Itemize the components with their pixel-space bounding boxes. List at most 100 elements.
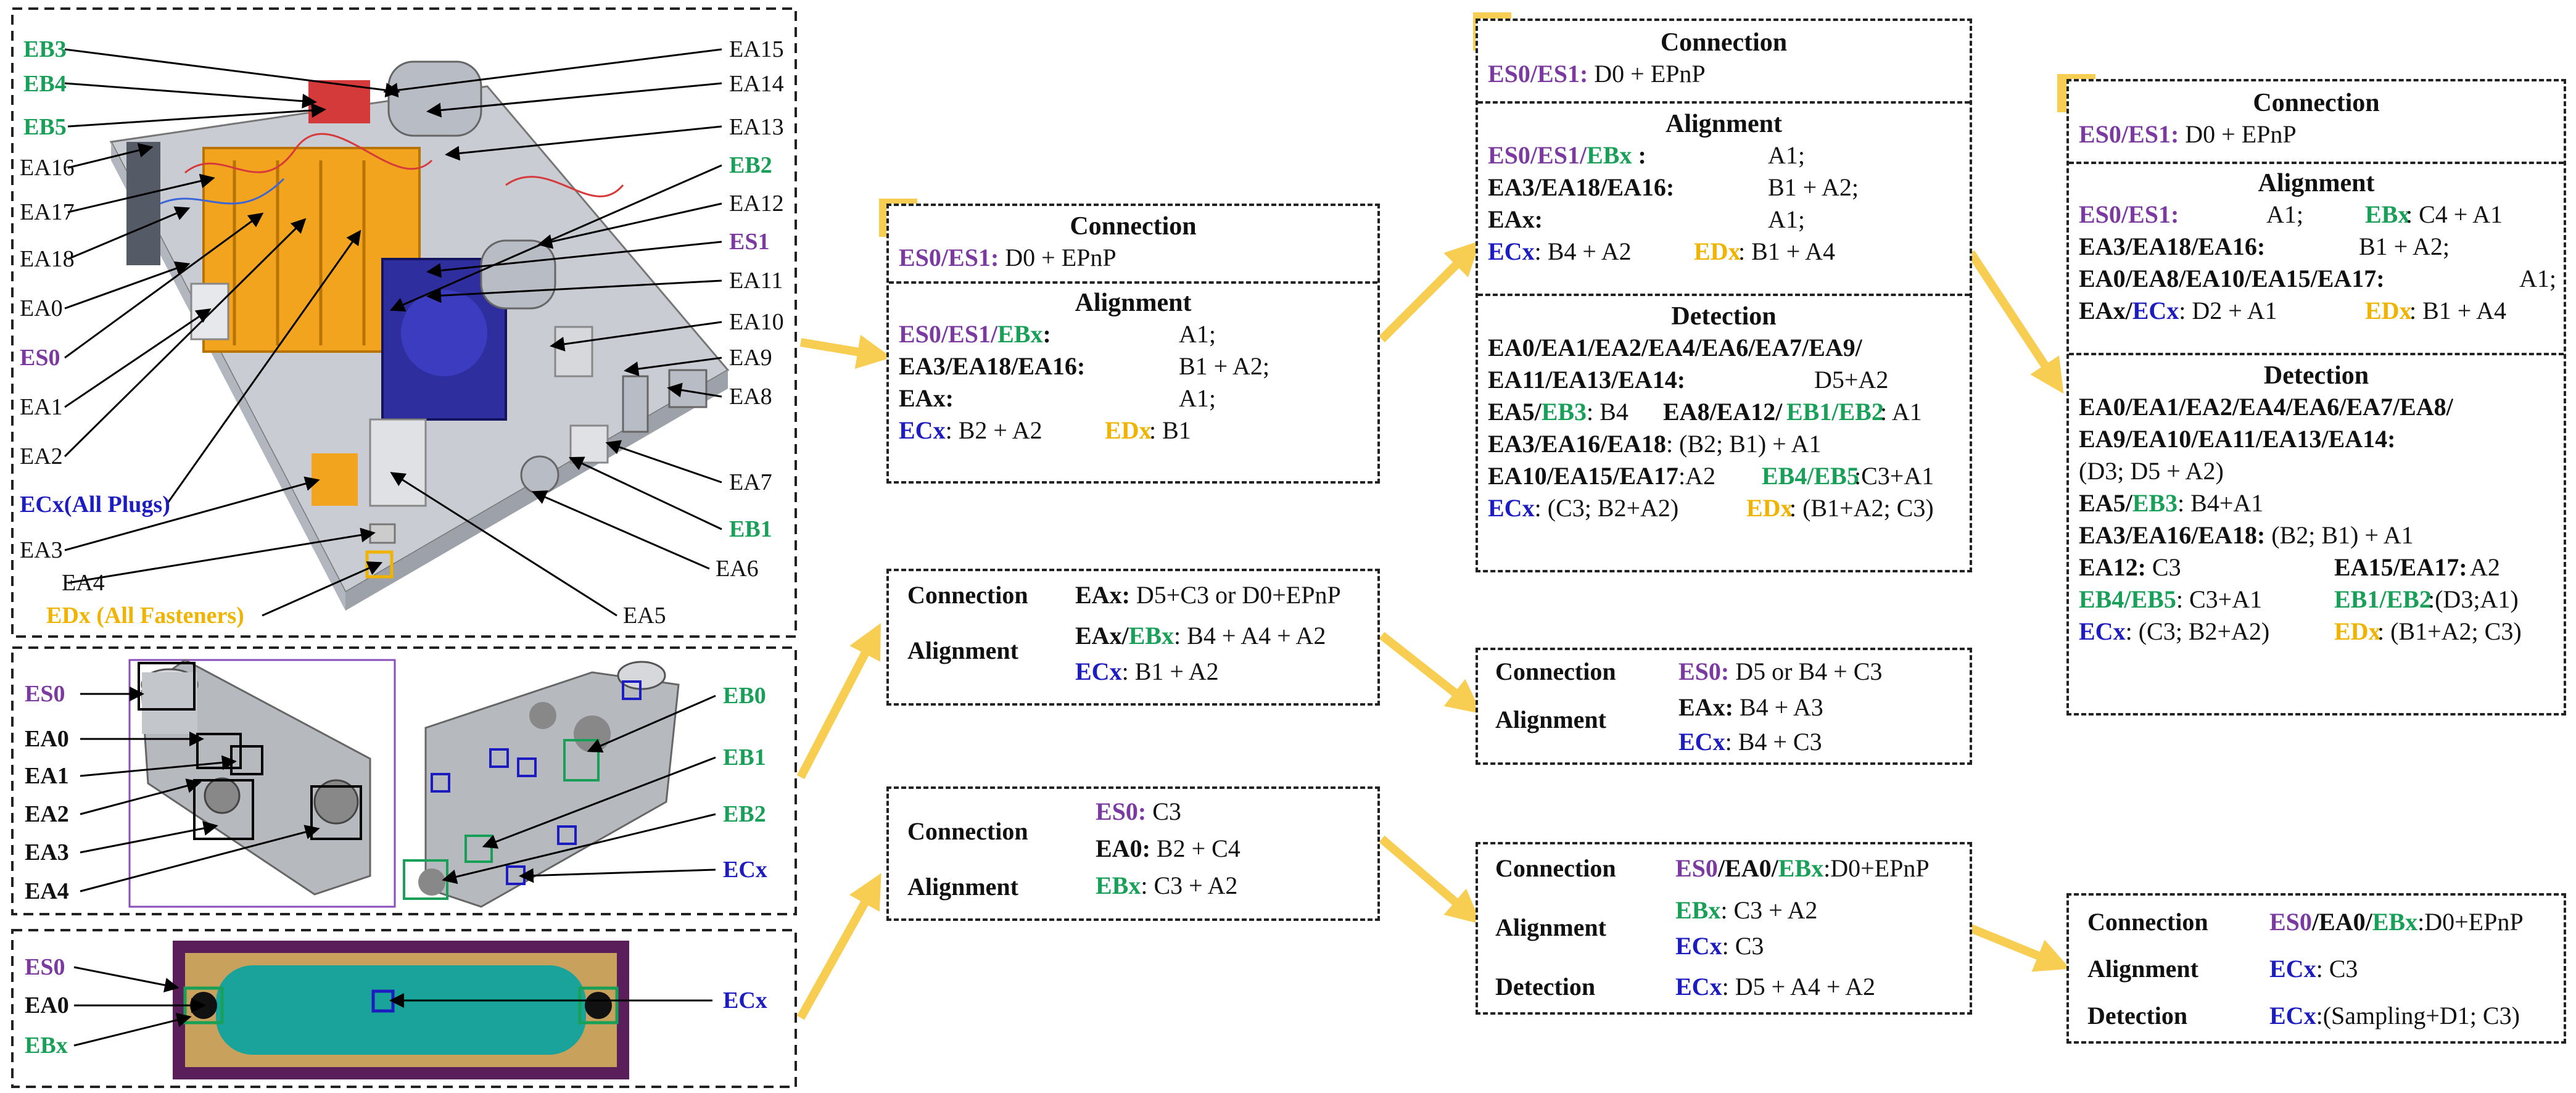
box-c-al1-value: A1; [2266, 200, 2303, 228]
box-b-det3-b4: : B4 [1587, 398, 1629, 426]
box-a: Connection ES0/ES1: D0 + EPnP Alignment … [886, 204, 1380, 484]
box-c-det2: EA9/EA10/EA11/EA13/EA14: [2079, 425, 2396, 453]
box-b-conn-entity: ES0/ES1: [1488, 60, 1588, 88]
bot-b-conn-ebx: EBx [1778, 854, 1824, 882]
box-c-al4-ecx: ECx [2132, 297, 2179, 324]
label-bot-ecx: ECx [723, 988, 767, 1013]
box-a-al1-ebx: EBx [997, 320, 1043, 348]
box-c-connection-title: Connection [2253, 89, 2380, 117]
leader-lines-top [64, 48, 722, 617]
box-c: Connection ES0/ES1: D0 + EPnP Alignment … [2066, 79, 2566, 716]
bot-c-det-value: :(Sampling+D1; C3) [2316, 1002, 2520, 1029]
test-bench-illustration [109, 60, 730, 611]
bot-a-conn-entity: ES0: [1096, 798, 1147, 825]
label-ea4: EA4 [62, 570, 105, 596]
connector-illustration [173, 941, 629, 1079]
label-ea11: EA11 [729, 268, 783, 294]
box-c-al1-entity: ES0/ES1: [2079, 200, 2179, 228]
bot-b-al2-ecx: ECx [1675, 932, 1722, 960]
box-b-connection: Connection ES0/ES1: D0 + EPnP [1478, 21, 1970, 104]
box-c-det6-ea12: EA12: [2079, 553, 2146, 581]
box-c-det4-value: : B4+A1 [2178, 489, 2264, 517]
label-ea2: EA2 [20, 443, 63, 469]
label-mid-ea2: EA2 [25, 801, 69, 827]
mid-b-al1-eax: EAx: [1678, 693, 1733, 721]
bot-a-alignment-label: Alignment [907, 873, 1018, 901]
label-mid-ea1: EA1 [25, 763, 69, 789]
box-b-al4-ecx: ECx [1488, 237, 1535, 265]
label-eb4: EB4 [23, 71, 67, 97]
box-c-det4-eb3: EB3 [2132, 489, 2178, 517]
mid-b-al2-value: : B4 + C3 [1725, 728, 1822, 756]
label-ecx-all-plugs: ECx(All Plugs) [20, 492, 170, 518]
box-b-det3-ea5: EA5/ [1488, 398, 1542, 426]
box-c-det7-value: : C3+A1 [2176, 585, 2263, 613]
box-b-det6-edx: EDx [1746, 494, 1793, 522]
bot-a-al1-ea0: EA0: [1096, 835, 1150, 862]
mid-b-conn-entity: ES0: [1678, 658, 1730, 685]
box-c-det6-c3: C3 [2145, 553, 2181, 581]
box-b-det6-ecx-value: : (C3; B2+A2) [1534, 494, 1679, 522]
housing-highlight-boxes [138, 662, 642, 900]
bot-a-connection-label: Connection [907, 817, 1028, 845]
housing-left-illustration [141, 659, 371, 896]
box-c-det8-ecx: ECx [2079, 617, 2126, 645]
bot-b-alignment-label: Alignment [1495, 914, 1606, 941]
box-b-det3-eb3: EB3 [1541, 398, 1587, 426]
label-bot-ebx: EBx [25, 1033, 68, 1058]
box-b-det5-a2: :A2 [1678, 462, 1715, 490]
bot-b-al1-ebx: EBx [1675, 896, 1721, 924]
box-a-al3-value: A1; [1179, 384, 1216, 412]
box-b-connection-title: Connection [1660, 28, 1788, 57]
box-c-connection: Connection ES0/ES1: D0 + EPnP [2069, 81, 2564, 164]
label-mid-es0: ES0 [25, 681, 65, 707]
bot-b-conn-es0: ES0 [1675, 854, 1718, 882]
box-a-al4-edx: EDx [1105, 416, 1152, 444]
box-c-det5-entity: EA3/EA16/EA18: [2079, 521, 2266, 549]
bot-b-conn-value: :D0+EPnP [1823, 854, 1930, 882]
box-c-det3: (D3; D5 + A2) [2079, 457, 2224, 485]
box-c-al3-value: A1; [2519, 265, 2556, 292]
box-b-det2-entity: EA11/EA13/EA14: [1488, 366, 1686, 394]
box-c-al3-entity: EA0/EA8/EA10/EA15/EA17: [2079, 265, 2385, 292]
label-edx-all-fasteners: EDx (All Fasteners) [46, 603, 244, 629]
bot-a-conn-value: C3 [1146, 798, 1181, 825]
bot-c-detection-label: Detection [2087, 1002, 2188, 1029]
leader-lines-bot [73, 966, 712, 1047]
box-b: Connection ES0/ES1: D0 + EPnP Alignment … [1476, 19, 1972, 572]
label-eb3: EB3 [23, 36, 67, 62]
box-b-detection: Detection EA0/EA1/EA2/EA4/EA6/EA7/EA9/ E… [1478, 296, 1970, 524]
label-mid-ea4: EA4 [25, 878, 69, 904]
box-a-al1-colon: : [1042, 320, 1051, 348]
label-ea15: EA15 [729, 36, 784, 62]
label-ea0: EA0 [20, 295, 63, 321]
box-a-connection-title: Connection [1070, 212, 1197, 241]
mid-a-alignment-label: Alignment [907, 637, 1018, 664]
bot-a-al2-ebx: EBx [1096, 872, 1141, 899]
label-ea18: EA18 [20, 246, 75, 272]
box-a-alignment: Alignment ES0/ES1/EBx:A1; EA3/EA18/EA16:… [889, 284, 1377, 447]
box-b-det5-eb4eb5: EB4/EB5 [1762, 462, 1859, 490]
label-ea3: EA3 [20, 537, 63, 563]
mid-a-al1-value: : B4 + A4 + A2 [1174, 622, 1326, 650]
box-a-al4-edx-value: : B1 [1149, 416, 1191, 444]
box-b-alignment: Alignment ES0/ES1/EBx :A1; EA3/EA18/EA16… [1478, 104, 1970, 296]
box-a-al2-value: B1 + A2; [1179, 352, 1270, 380]
label-ea9: EA9 [729, 345, 772, 371]
box-a-connection: Connection ES0/ES1: D0 + EPnP [889, 206, 1377, 284]
box-bot-a: Connection Alignment ES0: C3 EA0: B2 + C… [886, 786, 1380, 921]
box-a-al1-entity: ES0/ES1/ [899, 320, 998, 348]
box-c-det6-ea15ea17: EA15/EA17: [2334, 553, 2467, 581]
box-c-conn-entity: ES0/ES1: [2079, 120, 2179, 148]
box-a-al3-entity: EAx: [899, 384, 954, 412]
left-mid-frame [11, 646, 797, 915]
box-b-al4-ecx-value: : B4 + A2 [1534, 237, 1632, 265]
box-c-detection-title: Detection [2263, 361, 2369, 390]
box-bot-c: Connection ES0/EA0/EBx:D0+EPnP Alignment… [2066, 893, 2566, 1044]
box-b-al4-edx: EDx [1694, 237, 1741, 265]
box-c-det8-ecx-value: : (C3; B2+A2) [2125, 617, 2270, 645]
label-bot-ea0: EA0 [25, 992, 69, 1018]
box-b-det1: EA0/EA1/EA2/EA4/EA6/EA7/EA9/ [1488, 334, 1862, 361]
box-c-det7-eb-value: :(D3;A1) [2428, 585, 2519, 613]
box-b-det2-value: D5+A2 [1814, 366, 1889, 394]
